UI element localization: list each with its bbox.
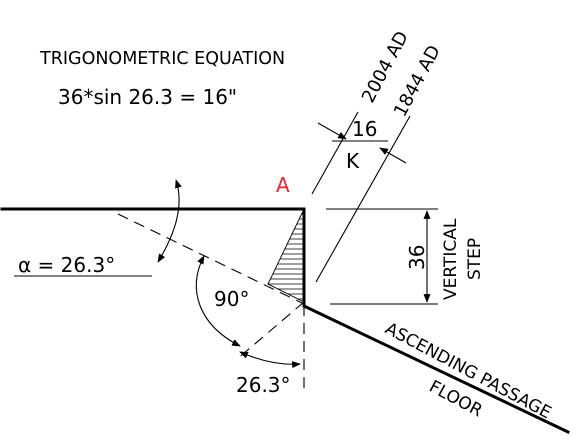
right-angle-arc [195,255,241,347]
horizontal-dim-value: 16 [352,117,377,141]
bottom-angle-label: 26.3° [236,373,291,397]
equation-title: TRIGONOMETRIC EQUATION [39,49,285,69]
dim16-arrow-right [379,147,407,164]
bottom-angle-arc [239,351,301,369]
right-angle-label: 90° [214,287,249,311]
vertical-dim-value: 36 [405,245,429,270]
alpha-angle-arc [157,179,182,263]
equation-formula: 36*sin 26.3 = 16" [58,85,237,109]
horizontal-dim-symbol: K [346,149,360,173]
dim16-arrow-left [317,122,347,140]
hatched-triangle [267,208,305,303]
dashed-inclined-line [117,213,305,305]
vertical-caption-line1: VERTICAL [441,218,461,300]
date-line-1844 [315,115,411,283]
dashed-perpendicular-line [235,301,305,361]
point-label-a: A [276,173,290,197]
alpha-angle-label: α = 26.3° [18,253,115,277]
vertical-caption-line2: STEP [465,238,485,280]
date-line-2004 [311,111,359,195]
